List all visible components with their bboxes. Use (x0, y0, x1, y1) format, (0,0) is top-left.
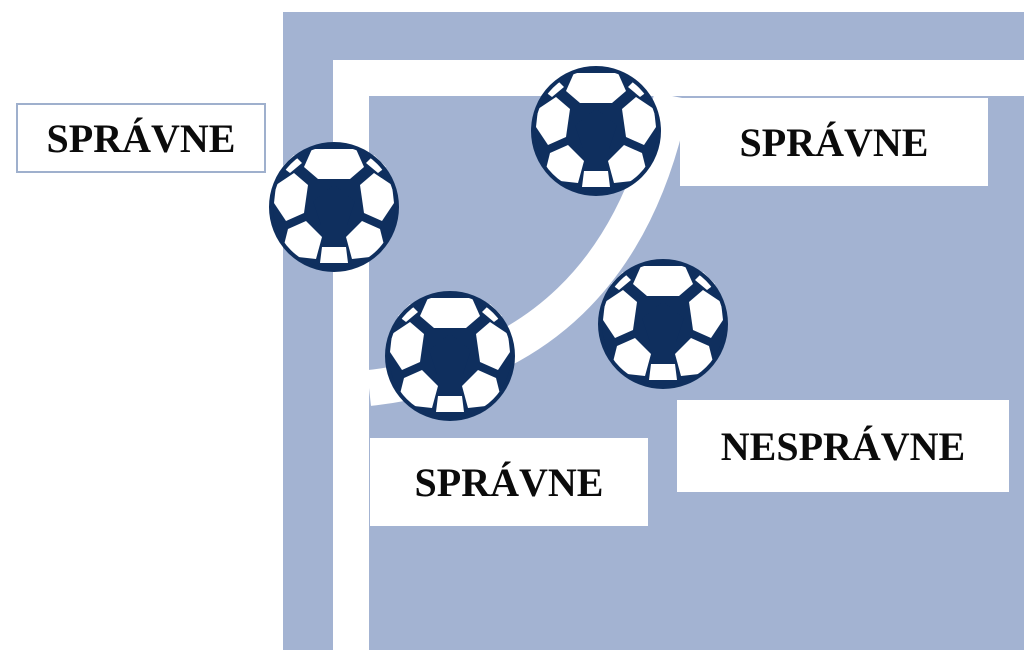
soccer-ball-icon (385, 291, 515, 421)
goal-line (333, 60, 1024, 96)
label-bottom-left: SPRÁVNE (370, 438, 648, 526)
soccer-ball-icon (598, 259, 728, 389)
soccer-ball-icon (531, 66, 661, 196)
soccer-ball-icon (269, 142, 399, 272)
label-bottom-right: NESPRÁVNE (677, 400, 1009, 492)
label-outside-left: SPRÁVNE (16, 103, 266, 173)
label-top-right: SPRÁVNE (680, 98, 988, 186)
